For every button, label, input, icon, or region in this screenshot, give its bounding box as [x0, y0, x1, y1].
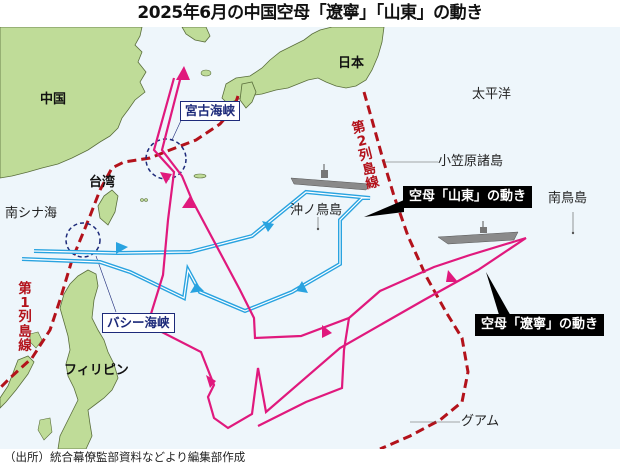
- land-china: [0, 27, 147, 179]
- label-pacific-ocean: 太平洋: [472, 87, 512, 102]
- label-bashi-strait: バシー海峡: [102, 313, 175, 333]
- label-south-china-sea: 南シナ海: [5, 206, 58, 221]
- label-guam: グアム: [461, 414, 500, 429]
- map-canvas: [0, 27, 575, 449]
- source-caption: （出所）統合幕僚監部資料などより編集部作成: [4, 450, 246, 464]
- callout-pointer-liaoning: [486, 272, 512, 318]
- island-ryukyu: [200, 69, 212, 77]
- land-taiwan: [97, 189, 119, 226]
- label-japan: 日本: [338, 56, 365, 71]
- land-kyushu: [239, 81, 257, 109]
- land-japan: [221, 27, 385, 105]
- label-ogasawara: 小笠原諸島: [438, 154, 504, 169]
- second-island-chain-line: [362, 91, 470, 449]
- callout-pointer-shandong: [364, 200, 404, 217]
- label-china: 中国: [40, 92, 67, 107]
- map-area: 中国 台湾 日本 フィリピン 南シナ海 太平洋 小笠原諸島 沖ノ鳥島 南鳥島 グ…: [0, 27, 620, 449]
- label-philippines: フィリピン: [64, 363, 129, 378]
- page-title: 2025年6月の中国空母「遼寧」「山東」の動き: [137, 3, 483, 23]
- island-ryukyu: [193, 173, 207, 179]
- label-miyako-strait: 宮古海峡: [180, 101, 241, 121]
- land-palawan: [0, 355, 35, 409]
- callout-liaoning: 空母「遼寧」の動き: [475, 314, 605, 337]
- carrier-shandong-icon: [290, 164, 371, 191]
- liaoning-route: [148, 71, 527, 430]
- first-island-chain-line: [0, 95, 240, 390]
- label-okinotorishima: 沖ノ鳥島: [290, 203, 343, 218]
- land-korea: [181, 27, 211, 43]
- label-first-island-chain: 第1列島線: [18, 281, 32, 354]
- shandong-route: [21, 189, 371, 314]
- label-minamitorishima: 南鳥島: [548, 191, 588, 206]
- carrier-liaoning-icon: [437, 221, 519, 245]
- arrow-north: [176, 66, 190, 80]
- land-philippines: [57, 269, 119, 449]
- label-taiwan: 台湾: [89, 175, 116, 190]
- bashi-strait-circle: [65, 222, 101, 258]
- callout-shandong: 空母「山東」の動き: [403, 186, 533, 209]
